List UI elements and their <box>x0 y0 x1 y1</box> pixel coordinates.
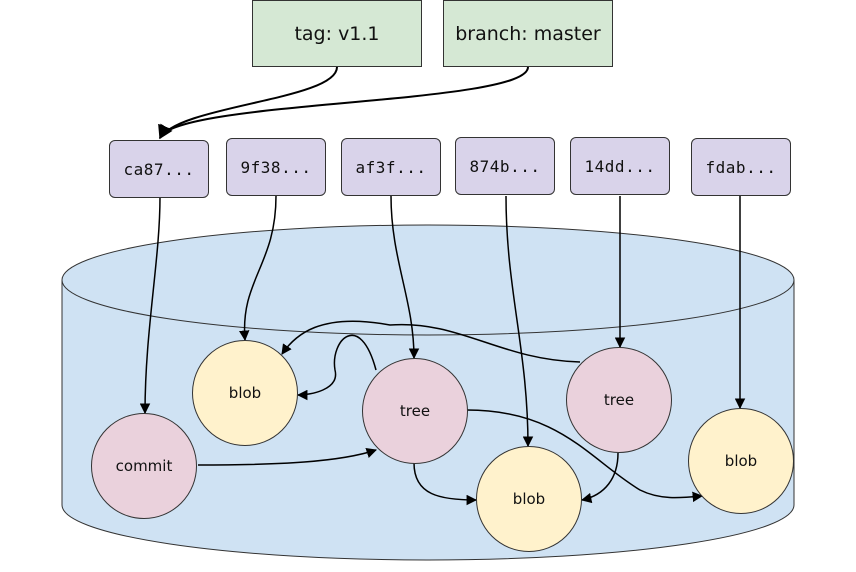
commit-label: commit <box>115 457 173 475</box>
tree-1-label: tree <box>399 402 431 420</box>
hash-label: fdab... <box>705 157 777 177</box>
tag-to-ca87-arrow <box>159 66 338 140</box>
blob-left-label: blob <box>228 384 262 402</box>
ca87-to-commit-arrow <box>139 196 161 415</box>
hash-ca87[interactable]: ca87... <box>109 140 209 198</box>
commit-to-tree-arrow <box>197 448 377 466</box>
blob-middle-label: blob <box>512 490 546 508</box>
hash-label: 874b... <box>469 156 541 176</box>
hash-14dd[interactable]: 14dd... <box>570 137 670 195</box>
tree-to-blob-left-arrow <box>296 334 377 401</box>
tag-ref-label: tag: v1.1 <box>294 22 380 45</box>
hash-fdab[interactable]: fdab... <box>691 138 791 196</box>
blob-right-label: blob <box>724 452 758 470</box>
tree-to-blob-middle-arrow <box>413 462 478 506</box>
hash-af3f[interactable]: af3f... <box>341 138 441 196</box>
hash-874b[interactable]: 874b... <box>455 137 555 195</box>
branch-to-ca87-arrow <box>158 66 529 140</box>
af3f-to-tree-arrow <box>390 195 420 360</box>
hash-label: 14dd... <box>584 156 656 176</box>
tree2-to-blob-middle-arrow <box>580 452 619 504</box>
blob-middle-node[interactable]: blob <box>476 446 582 552</box>
tree-to-blob-right-arrow <box>466 409 704 503</box>
blob-right-node[interactable]: blob <box>688 408 794 514</box>
tree-node-1[interactable]: tree <box>362 358 468 464</box>
tree-node-2[interactable]: tree <box>566 347 672 453</box>
branch-ref-label: branch: master <box>455 22 601 45</box>
tree-2-label: tree <box>603 391 635 409</box>
branch-ref[interactable]: branch: master <box>443 0 613 67</box>
blob-left-node[interactable]: blob <box>192 340 298 446</box>
hash-9f38[interactable]: 9f38... <box>226 138 326 196</box>
hash-label: ca87... <box>123 159 195 179</box>
tag-ref[interactable]: tag: v1.1 <box>252 0 422 67</box>
874b-to-blob-arrow <box>505 195 534 448</box>
database-cylinder-top <box>61 224 795 336</box>
hash-label: af3f... <box>355 157 427 177</box>
commit-node[interactable]: commit <box>91 413 197 519</box>
9f38-to-blob-arrow <box>238 195 277 342</box>
tree2-to-blob-left-arrow <box>281 320 581 363</box>
hash-label: 9f38... <box>240 157 312 177</box>
